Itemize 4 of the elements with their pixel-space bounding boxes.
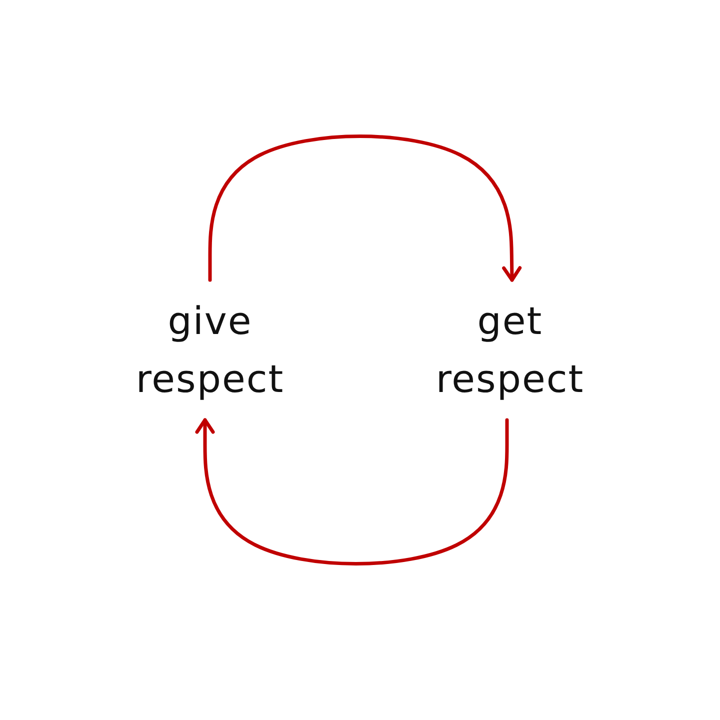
node-label: get respect: [434, 298, 586, 403]
node-label: give respect: [134, 298, 286, 403]
curved-arrow: [208, 134, 522, 282]
curved-arrow: [195, 418, 509, 566]
